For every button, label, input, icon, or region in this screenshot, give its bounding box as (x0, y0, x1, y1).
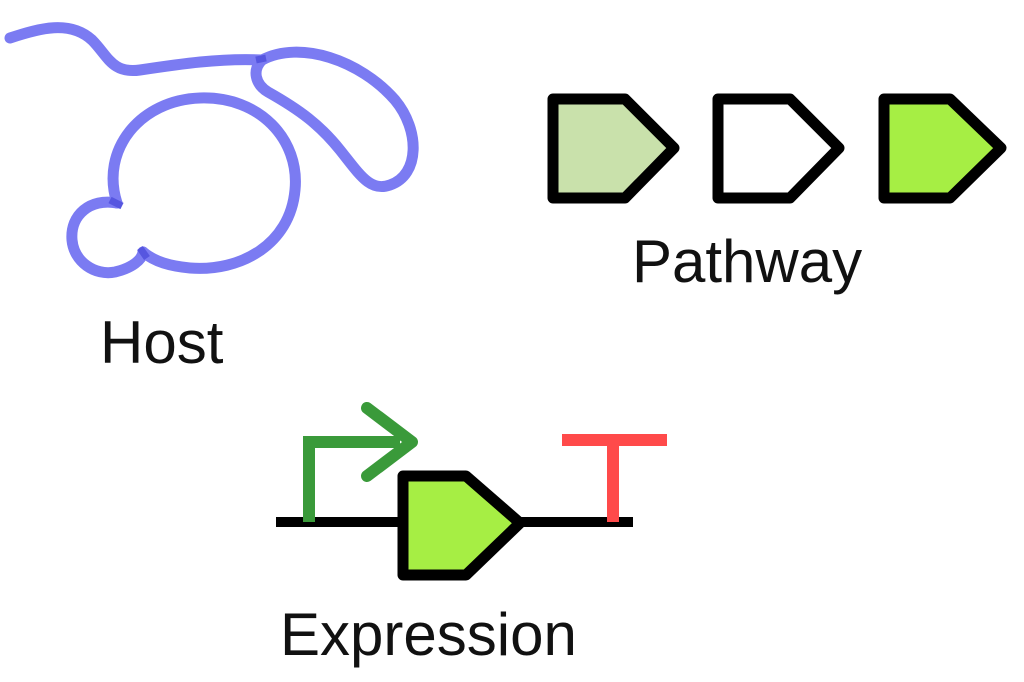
pathway-gene-cds (712, 93, 845, 204)
host-joint-accent (108, 196, 124, 210)
host-label: Host (100, 309, 224, 376)
pathway-label: Pathway (632, 228, 863, 295)
host-icon (4, 22, 419, 279)
expression-cassette (276, 402, 667, 581)
promoter-glyph (303, 402, 418, 522)
host-cell-body (107, 92, 301, 274)
host-joint-accent (255, 54, 267, 64)
host-cell-bud (66, 196, 149, 279)
host-strand (4, 22, 268, 77)
host-joint-accent (137, 245, 150, 261)
host-hook (250, 46, 419, 192)
pathway-genes (547, 93, 1007, 204)
expression-label: Expression (280, 601, 577, 668)
pathway-gene-cds (878, 93, 1007, 204)
expression-cds (397, 470, 526, 581)
terminator-glyph (562, 434, 667, 522)
pathway-gene-cds (547, 93, 680, 204)
